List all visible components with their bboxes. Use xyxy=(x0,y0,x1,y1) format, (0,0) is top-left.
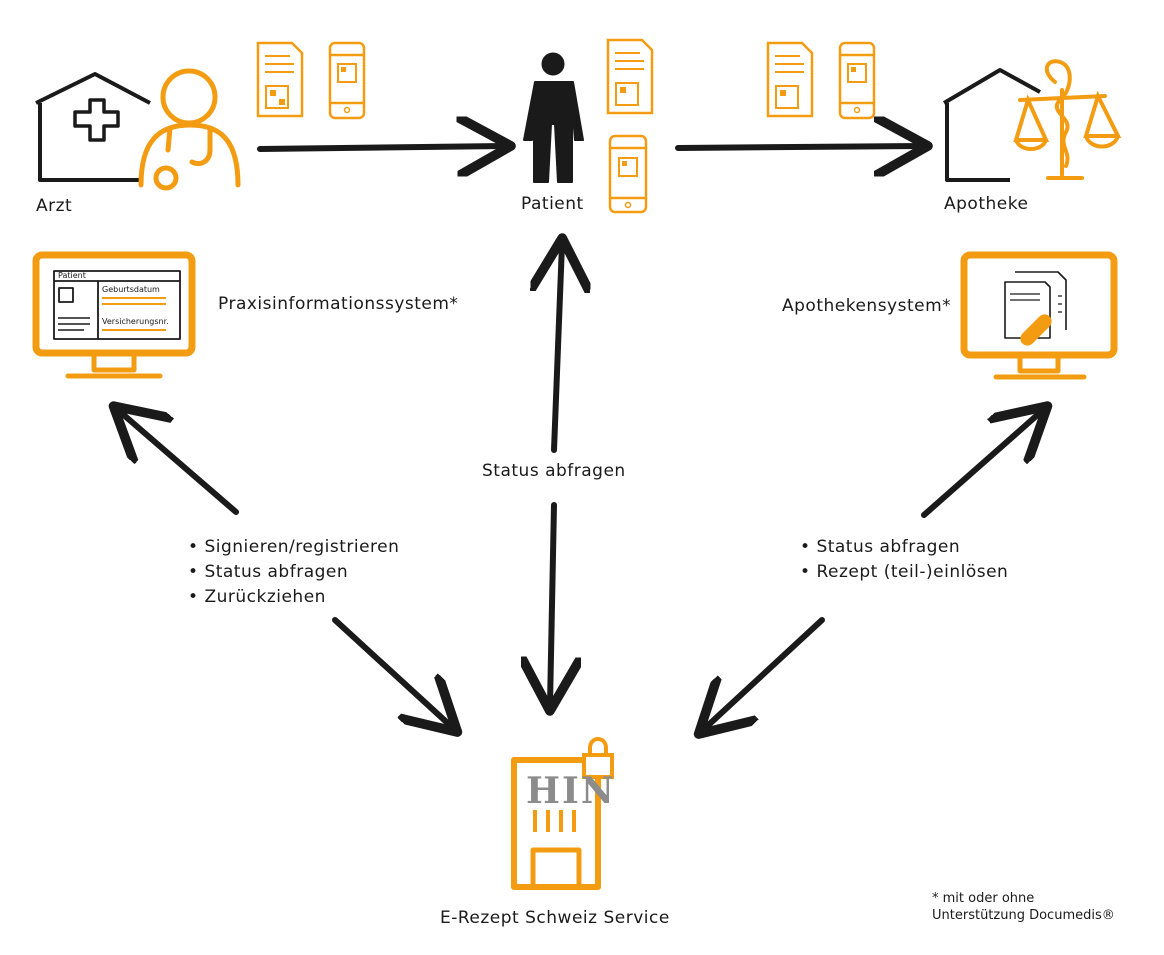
screen-field-patient: Patient xyxy=(58,271,86,280)
node-label-apotheke: Apotheke xyxy=(944,194,1029,214)
screen-field-insurance: Versicherungsnr. xyxy=(102,317,169,326)
patient-icon xyxy=(523,52,584,183)
pharmacy-monitor-icon xyxy=(960,251,1118,380)
doctor-icon xyxy=(138,68,241,191)
node-label-patient: Patient xyxy=(521,194,584,214)
pharmacy-document-icon xyxy=(766,41,814,118)
practice-system-label: Praxisinformationssystem* xyxy=(218,294,459,314)
center-edge-label: Status abfragen xyxy=(482,461,626,481)
doctor-house-icon xyxy=(35,72,151,182)
list-item: Status abfragen xyxy=(800,535,1008,560)
arrow-status-to-service xyxy=(550,502,554,705)
pharmacy-scales-icon xyxy=(1013,59,1122,180)
practice-monitor-icon xyxy=(32,251,196,379)
list-item: Rezept (teil-)einlösen xyxy=(800,560,1008,585)
hin-building-icon xyxy=(511,757,601,890)
pharmacy-phone-icon xyxy=(838,41,876,120)
arrow-status-to-patient xyxy=(554,244,562,453)
lock-icon xyxy=(582,737,614,779)
pharmacy-system-label: Apothekensystem* xyxy=(782,296,952,316)
prescription-document-icon xyxy=(256,41,304,118)
footnote-line-2: Unterstützung Documedis® xyxy=(932,908,1115,923)
list-item: Zurückziehen xyxy=(188,585,399,610)
footnote-line-1: * mit oder ohne xyxy=(932,891,1035,906)
patient-phone-icon xyxy=(608,134,648,214)
list-item: Status abfragen xyxy=(188,560,399,585)
node-label-service: E-Rezept Schweiz Service xyxy=(440,908,670,928)
building-label: HIN xyxy=(526,770,616,812)
left-action-list: Signieren/registrieren Status abfragen Z… xyxy=(188,535,399,610)
right-action-list: Status abfragen Rezept (teil-)einlösen xyxy=(800,535,1008,585)
footnote: * mit oder ohne Unterstützung Documedis® xyxy=(932,890,1115,924)
arrow-service-to-praxis xyxy=(118,410,239,515)
pharmacy-house-icon xyxy=(942,68,1041,182)
arrow-actions-to-service xyxy=(332,617,453,728)
patient-document-icon xyxy=(606,38,654,115)
list-item: Signieren/registrieren xyxy=(188,535,399,560)
arrow-arzt-to-patient xyxy=(257,146,505,149)
node-label-arzt: Arzt xyxy=(36,196,73,216)
arrow-apotheken-to-service xyxy=(703,617,825,730)
screen-field-birthdate: Geburtsdatum xyxy=(102,285,160,294)
arrow-patient-to-apotheke xyxy=(675,146,922,148)
smartphone-qr-icon xyxy=(328,41,366,120)
arrow-service-to-apotheken xyxy=(921,410,1043,518)
